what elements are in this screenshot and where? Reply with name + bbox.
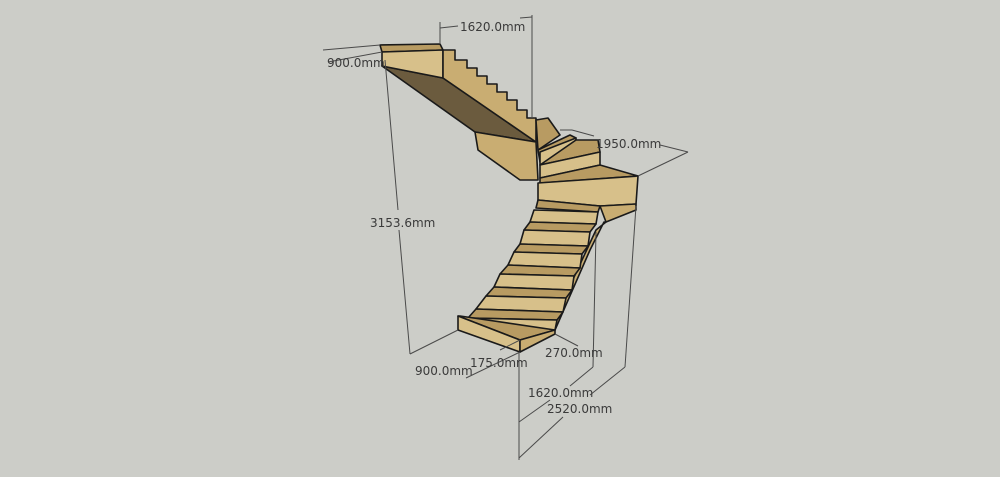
dim-top-run: 1620.0mm [460,20,525,34]
dim-winder-width: 1950.0mm [596,137,661,151]
dim-riser-height: 175.0mm [470,356,528,370]
lower-flight [457,199,607,353]
dim-lower-run: 1620.0mm [528,386,593,400]
dim-total-height: 3153.6mm [370,216,435,230]
dim-tread-depth: 270.0mm [545,346,603,360]
dim-total-run: 2520.0mm [547,402,612,416]
upper-flight [379,43,539,181]
dimension-lines [322,15,689,460]
dim-bottom-width: 900.0mm [415,364,473,378]
dim-top-width: 900.0mm [327,56,385,70]
